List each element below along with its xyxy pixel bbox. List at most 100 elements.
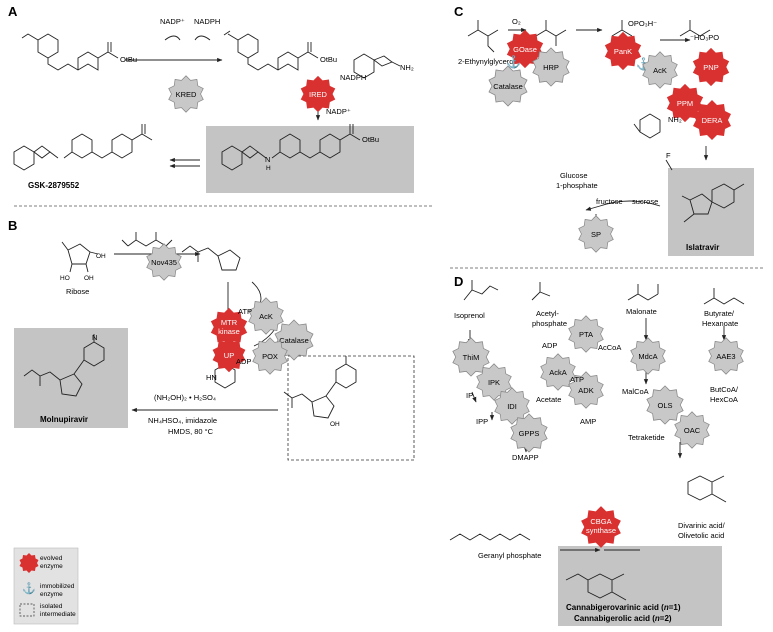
aae3-label: AAE3 (716, 352, 735, 361)
ired-label: IRED (309, 90, 328, 99)
fructose-label: fructose (596, 197, 623, 206)
acka-label: AckA (549, 368, 567, 377)
butyrate-label-2: Hexanoate (702, 319, 738, 328)
up-label: UP (224, 351, 234, 360)
condition-line-2: NH₄HSO₄, imidazole (148, 416, 217, 425)
panel-d-structures (449, 280, 745, 601)
butcoa-label-2: HexCoA (710, 395, 738, 404)
nadph-label-2: NADPH (340, 73, 366, 82)
ip-label: IP (466, 391, 473, 400)
adk-label: ADK (578, 386, 593, 395)
otbu-label-1: OtBu (120, 55, 137, 64)
product-box-molnupiravir (14, 328, 128, 428)
atp-label-b: ATP (238, 307, 252, 316)
panel-c-structures (467, 20, 745, 223)
opo3-label: OPO₃H⁻ (628, 19, 657, 28)
amine-label: NH₂ (400, 63, 414, 72)
ppm-label: PPM (677, 99, 693, 108)
oh-label-3: OH (330, 421, 340, 428)
tetraketide-label: Tetraketide (628, 433, 665, 442)
legend-evolved-2: enzyme (40, 563, 63, 570)
panel-a-structures (13, 30, 401, 171)
oh-label-1: OH (96, 253, 106, 260)
ribose-label: Ribose (66, 287, 89, 296)
sucrose-label: sucrose (632, 197, 658, 206)
dmapp-label: DMAPP (512, 453, 539, 462)
nov435-label: Nov435 (151, 258, 177, 267)
catalase-label-c: Catalase (493, 82, 523, 91)
thim-label: ThiM (463, 353, 480, 362)
legend-isolated-1: isolated (40, 603, 63, 610)
atp-label-d: ATP (570, 375, 584, 384)
acetate-label: Acetate (536, 395, 561, 404)
ack-label-c: AcK (653, 66, 667, 75)
legend-isolated-2: intermediate (40, 611, 76, 618)
legend-immobilized-1: immobilized (40, 583, 75, 590)
h-label: H (266, 165, 271, 172)
product-box-gsk-intermediate (206, 126, 414, 193)
goase-anchor-icon: ⚓ (506, 55, 521, 69)
divarinic-label-1: Divarinic acid/ (678, 521, 726, 530)
condition-line-3: HMDS, 80 °C (168, 427, 214, 436)
gpps-label: GPPS (519, 429, 540, 438)
cbga-label-2: synthase (586, 526, 616, 535)
legend-dashed-box-icon (19, 603, 35, 617)
isolated-intermediate-box (287, 355, 415, 461)
islatravir-label: Islatravir (686, 243, 719, 252)
mtr-label-2: kinase (218, 327, 240, 336)
geranyl-phosphate-label: Geranyl phosphate (478, 551, 541, 560)
isoprenol-label: Isoprenol (454, 311, 485, 320)
acetyl-phosphate-label-1: Acetyl- (536, 309, 559, 318)
legend-anchor-icon: ⚓ (22, 582, 36, 595)
cannabinoid-product-label-2: Cannabigerolic acid (n=2) (574, 614, 672, 623)
oh-label-2: OH (84, 275, 94, 282)
hrp-label: HRP (543, 63, 559, 72)
ipp-label: IPP (476, 417, 488, 426)
legend-evolved-1: evolved (40, 555, 63, 562)
kred-label: KRED (176, 90, 197, 99)
panel-letter-c: C (454, 4, 464, 19)
acetyl-phosphate-label-2: phosphate (532, 319, 567, 328)
nadph-label: NADPH (194, 17, 220, 26)
cannabinoid-product-label-1: Cannabigerovarinic acid (n=1) (566, 603, 681, 612)
idi-label: IDI (507, 402, 517, 411)
cbga-label-1: CBGA (590, 517, 611, 526)
n-oh-label: N (92, 333, 97, 342)
pnp-label: PNP (703, 63, 718, 72)
ols-label: OLS (657, 401, 672, 410)
glucose-label-1: Glucose (560, 171, 588, 180)
ho-label: HO (60, 275, 70, 282)
gsk-product-label: GSK-2879552 (28, 181, 80, 190)
opo3-label-2: ⁻HO₃PO (690, 33, 719, 42)
glucose-label-2: 1-phosphate (556, 181, 598, 190)
product-box-cannabinoid (558, 546, 722, 626)
goase-label: GOase (513, 45, 537, 54)
o2-label: O₂ (512, 17, 521, 26)
amp-label: AMP (580, 417, 596, 426)
panel-letter-d: D (454, 274, 463, 289)
legend-immobilized-2: enzyme (40, 591, 63, 598)
f-label-c: F (666, 151, 671, 160)
butcoa-label-1: ButCoA/ (710, 385, 739, 394)
otbu-label-3: OtBu (362, 135, 379, 144)
butyrate-label-1: Butyrate/ (704, 309, 735, 318)
pox-label: POX (262, 352, 278, 361)
panel-letter-a: A (8, 4, 18, 19)
malonate-label: Malonate (626, 307, 657, 316)
ethynylglycerol-label: 2-Ethynylglycerol (458, 57, 515, 66)
nadp-plus-label: NADP⁺ (160, 17, 185, 26)
hn-label: HN (206, 373, 217, 382)
panel-letter-b: B (8, 218, 17, 233)
dera-label: DERA (702, 116, 723, 125)
divarinic-label-2: Olivetolic acid (678, 531, 724, 540)
malcoa-label: MalCoA (622, 387, 649, 396)
otbu-label-2: OtBu (320, 55, 337, 64)
adp-label-d: ADP (542, 341, 557, 350)
ack-label-b: AcK (259, 312, 273, 321)
accoa-label: AcCoA (598, 343, 621, 352)
sp-label: SP (591, 230, 601, 239)
nadp-plus-label-2: NADP⁺ (326, 107, 351, 116)
ipk-label: IPK (488, 378, 500, 387)
product-box-islatravir (668, 168, 754, 256)
nh2-label-c: NH₂ (668, 115, 682, 124)
